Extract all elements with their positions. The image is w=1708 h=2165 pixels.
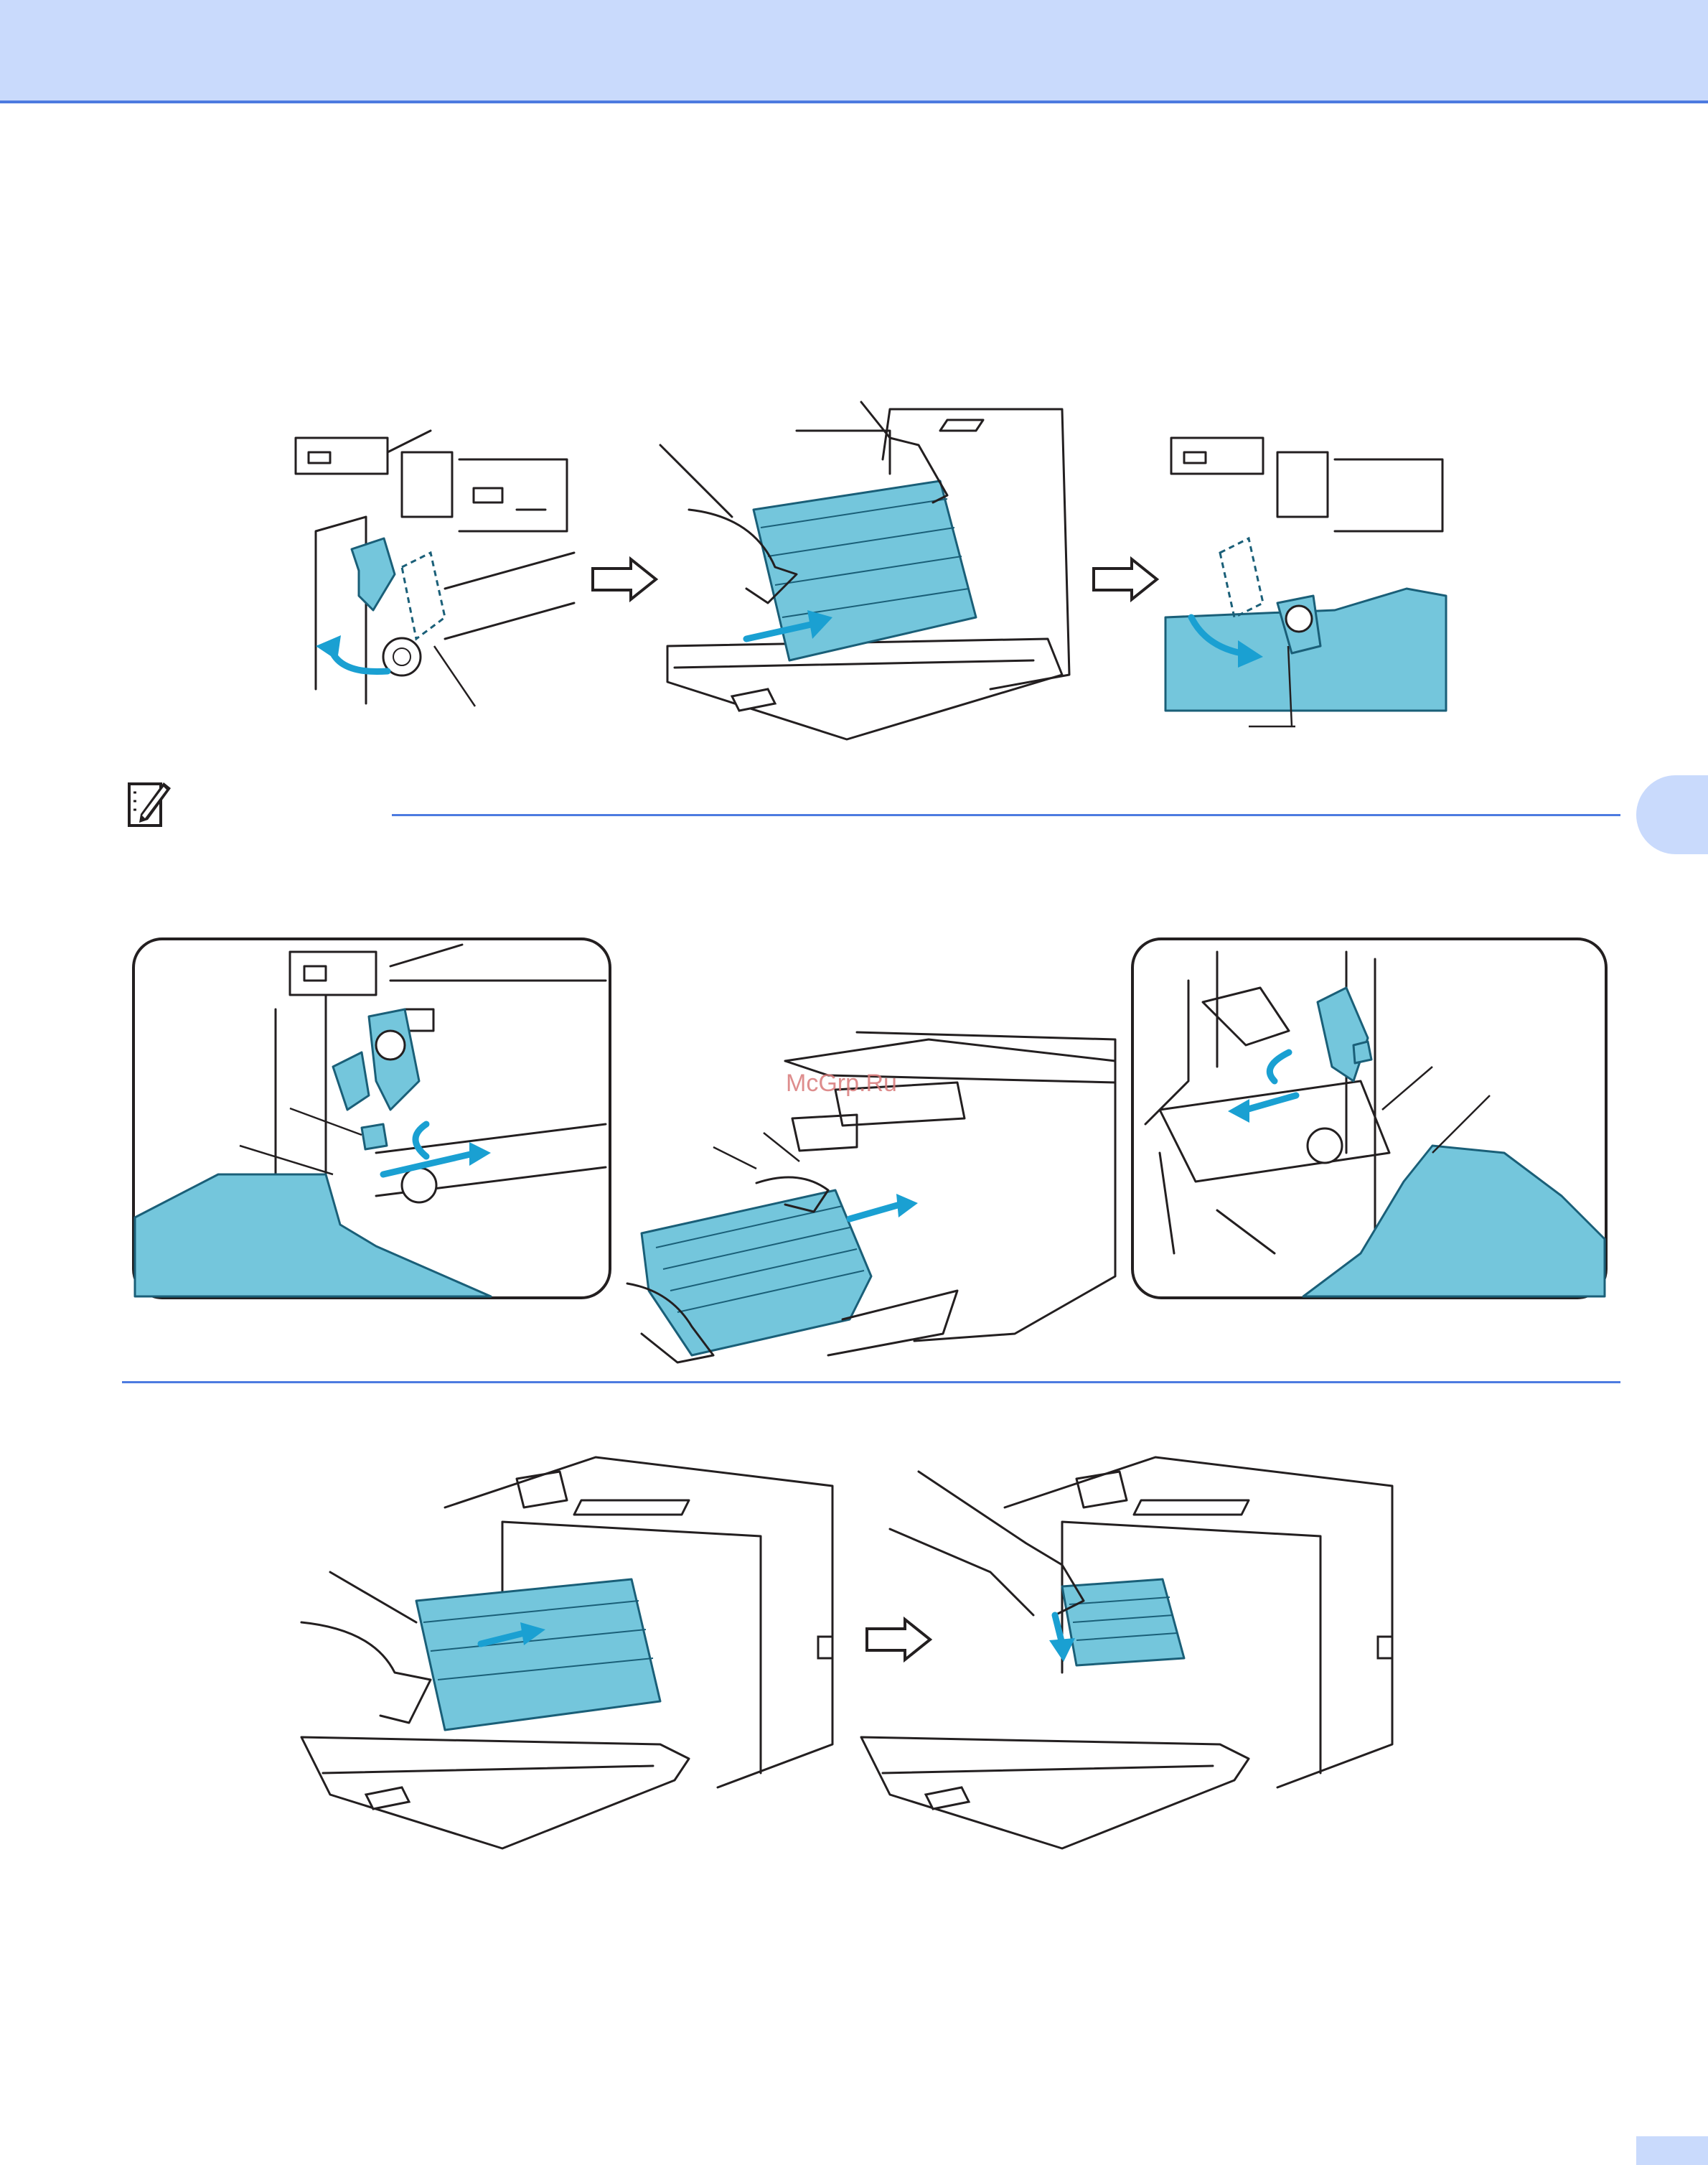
section-divider bbox=[122, 1381, 1620, 1383]
step-arrow-2 bbox=[1092, 558, 1158, 601]
note-pencil-icon bbox=[126, 778, 174, 828]
figure-note-detail-right bbox=[1131, 937, 1608, 1299]
figure-lever-unlock bbox=[287, 431, 574, 718]
figure-drum-press-down bbox=[847, 1457, 1399, 1852]
header-band bbox=[0, 0, 1708, 103]
watermark: McGrp.Ru bbox=[786, 1070, 897, 1098]
figure-note-detail-left bbox=[132, 937, 611, 1299]
page-number-tab bbox=[1636, 2136, 1708, 2165]
figure-drum-insert bbox=[646, 402, 1084, 761]
chapter-tab bbox=[1636, 775, 1708, 854]
figure-drum-push-in bbox=[287, 1457, 840, 1852]
figure-lever-lock bbox=[1163, 431, 1450, 732]
note-divider bbox=[392, 814, 1620, 816]
